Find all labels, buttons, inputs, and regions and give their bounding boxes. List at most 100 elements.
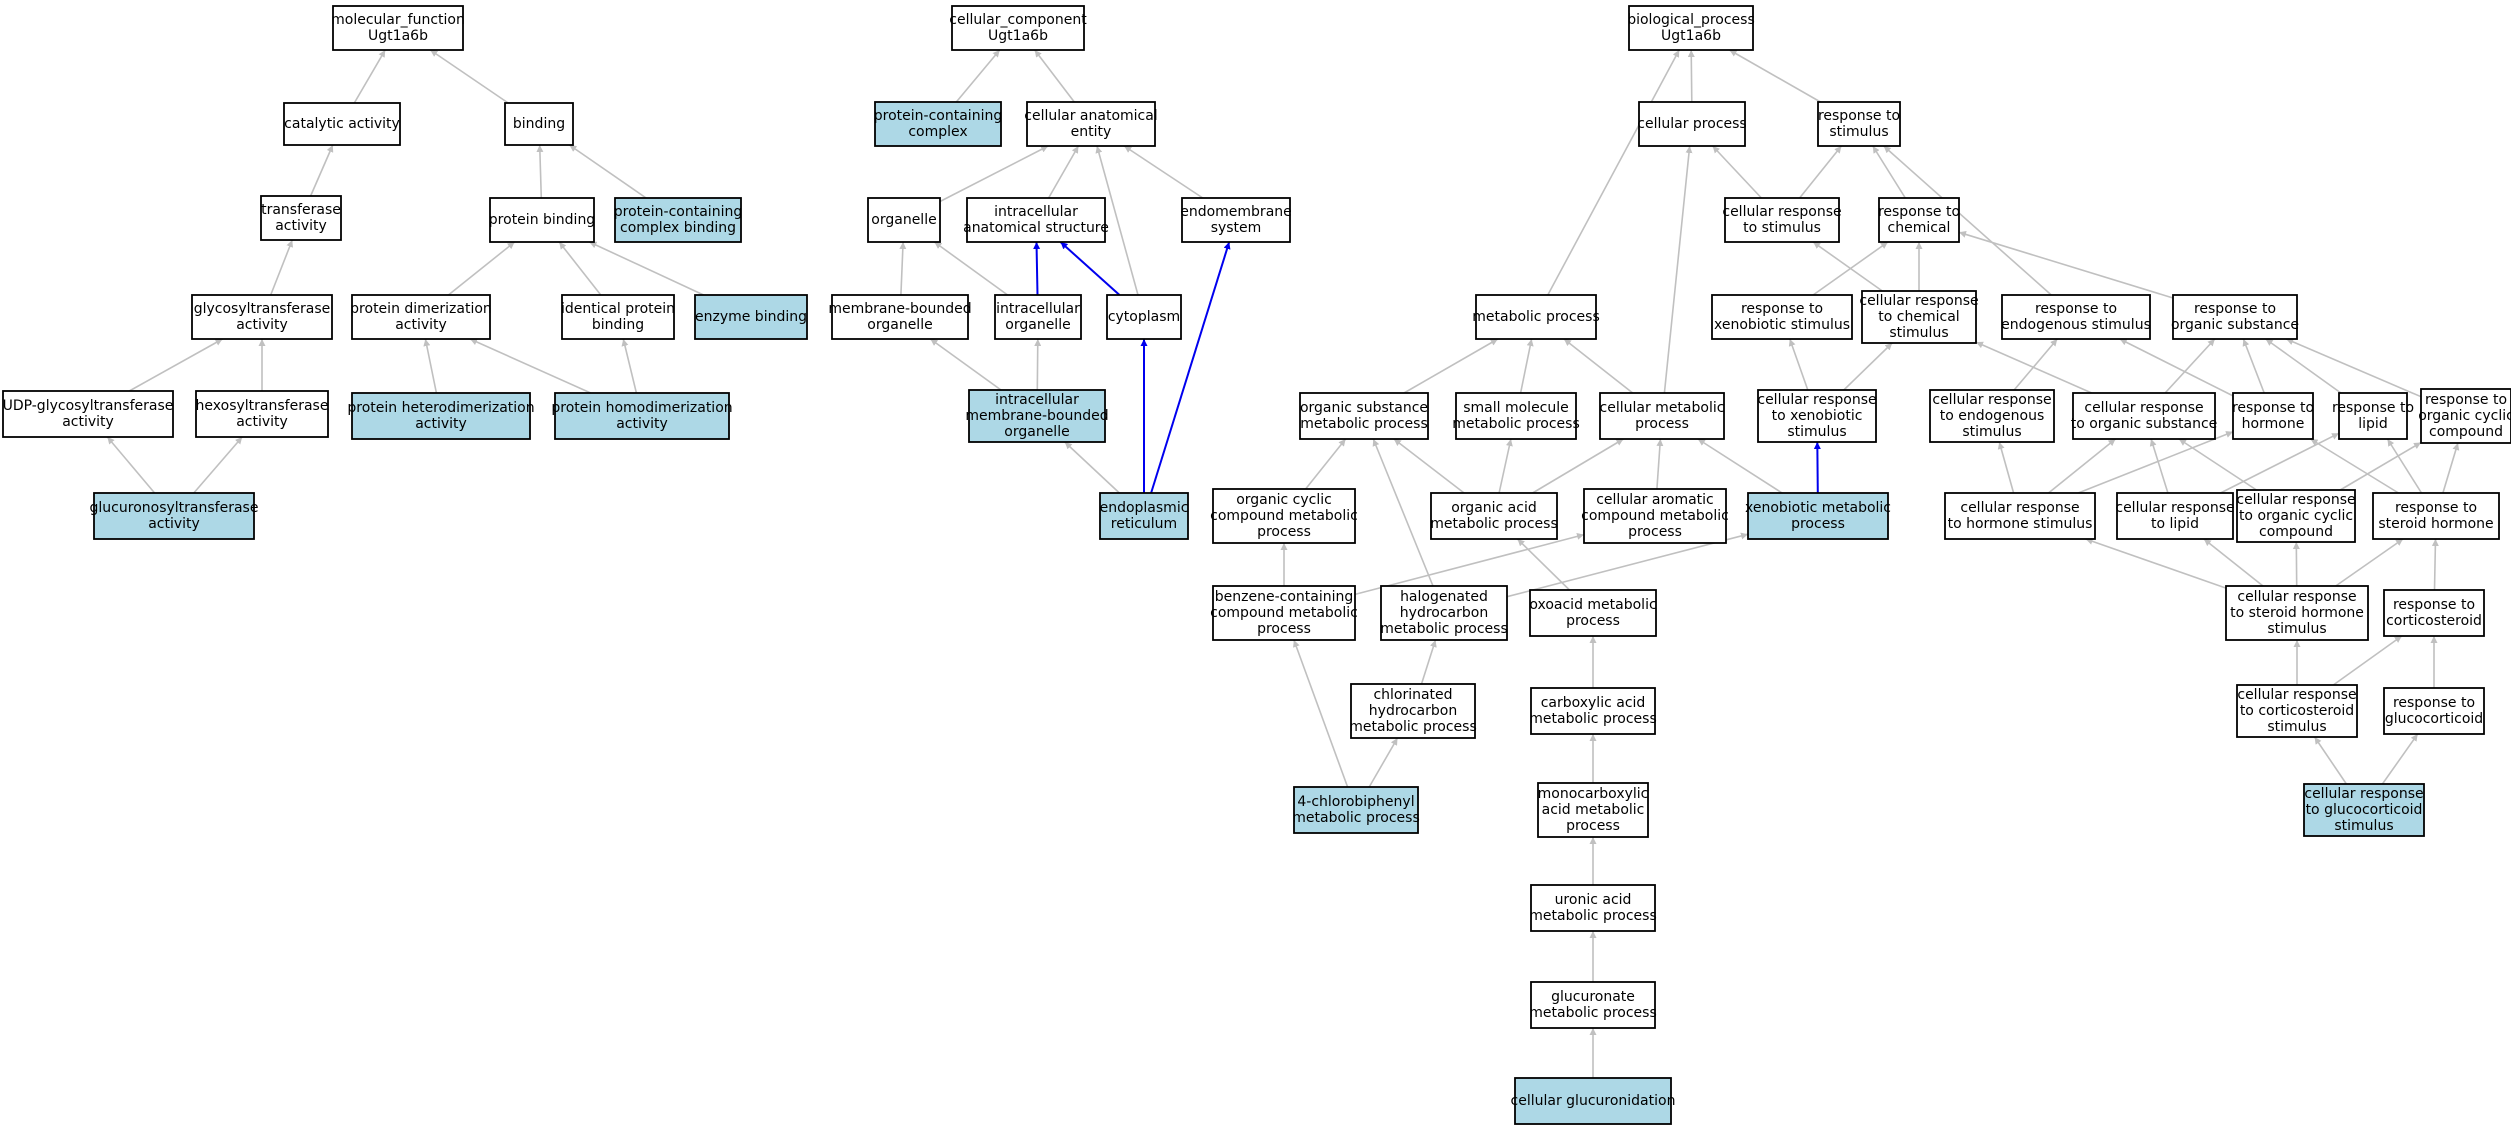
node-label: stimulus — [1787, 424, 1846, 440]
edge-cellular-response-to-organic-substance-to-cellular-response-to-chemical-stimulus — [1975, 341, 2093, 394]
node-label: corticosteroid — [2386, 613, 2482, 629]
node-label: carboxylic acid — [1541, 695, 1646, 711]
node-cytoplasm[interactable]: cytoplasm — [1106, 294, 1182, 340]
node-box — [2383, 687, 2485, 735]
node-label: lipid — [2358, 416, 2387, 432]
node-label: intracellular — [996, 301, 1080, 317]
edge-protein-containing-complex-to-cc-root — [955, 49, 1001, 103]
edge-cellular-response-to-hormone-stimulus-to-cellular-response-to-endogenous-stimulus — [1997, 441, 2015, 494]
node-box — [1628, 5, 1754, 51]
node-organelle[interactable]: organelle — [867, 197, 941, 243]
node-enzyme-binding[interactable]: enzyme binding — [694, 294, 808, 340]
node-label: compound — [2429, 424, 2503, 440]
node-label: to chemical — [1878, 309, 1959, 325]
node-cellular-process[interactable]: cellular process — [1637, 101, 1747, 147]
edge-metabolic-process-to-bp-root — [1547, 49, 1680, 296]
node-box — [1212, 488, 1356, 544]
node-catalytic[interactable]: catalytic activity — [283, 102, 401, 146]
node-box — [2383, 589, 2485, 637]
node-cellular-glucuronidation[interactable]: cellular glucuronidation — [1511, 1077, 1676, 1125]
edge-benzene-containing-compound-metabolic-process-to-cellular-aromatic-compound-metabolic-process — [1354, 532, 1585, 596]
edge-response-to-steroid-hormone-to-response-to-organic-cyclic-compound — [2442, 442, 2460, 494]
node-protein-binding[interactable]: protein binding — [489, 197, 595, 243]
edge-xenobiotic-metabolic-process-to-cellular-response-to-xenobiotic-stimulus — [1813, 441, 1821, 494]
node-box — [2072, 392, 2216, 440]
node-label: metabolic process — [1472, 309, 1600, 325]
edge-organic-acid-metabolic-process-to-small-molecule-metabolic-process — [1498, 438, 1513, 494]
edge-intracellular-membrane-bounded-organelle-to-membrane-bounded-organelle — [929, 338, 1002, 391]
node-label: cellular response — [1932, 392, 2051, 408]
node-binding[interactable]: binding — [504, 102, 574, 146]
node-label: protein binding — [489, 212, 595, 228]
edge-intracellular-anatomical-structure-to-cellular-anatomical-entity — [1047, 145, 1080, 199]
node-label: glycosyltransferase — [194, 301, 331, 317]
node-box — [968, 389, 1106, 443]
node-label: activity — [148, 516, 200, 532]
node-label: catalytic activity — [284, 116, 400, 132]
node-label: process — [1635, 416, 1689, 432]
edge-response-to-organic-cyclic-compound-to-response-to-organic-substance — [2285, 338, 2422, 398]
node-metabolic-process[interactable]: metabolic process — [1472, 294, 1600, 340]
node-label: entity — [1071, 124, 1112, 140]
